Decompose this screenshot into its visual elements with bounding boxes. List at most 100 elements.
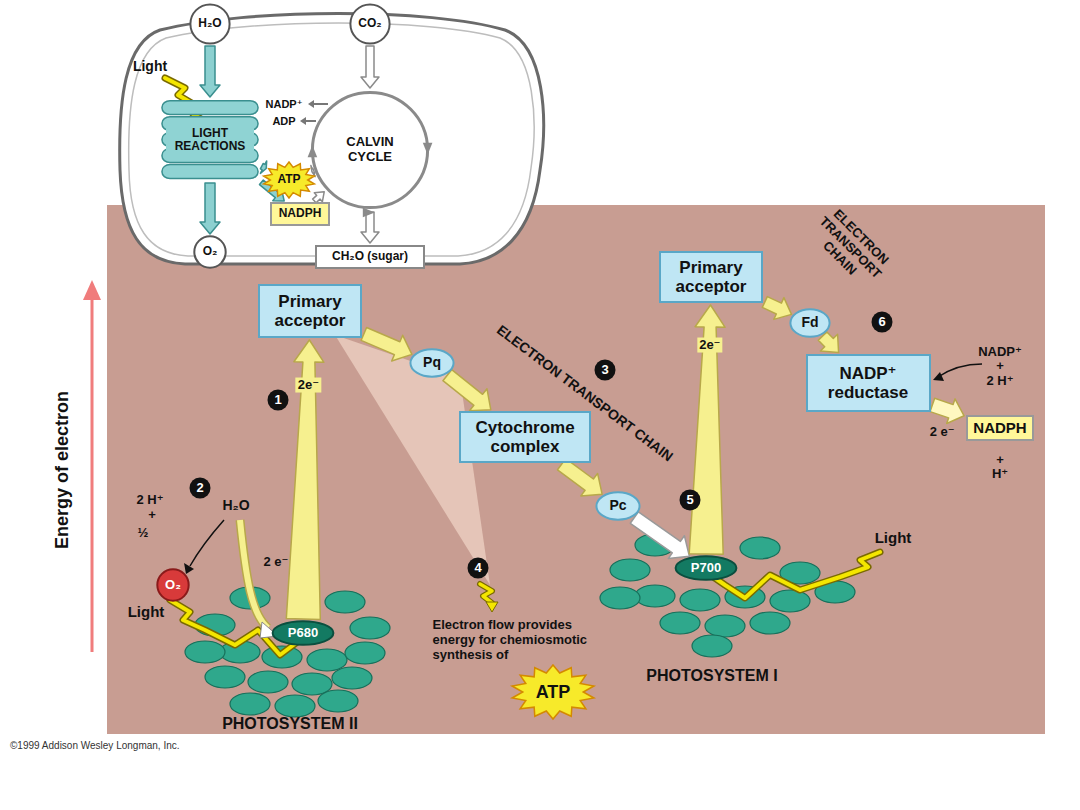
connector-shape: [313, 192, 325, 203]
pigment-molecule: [318, 690, 358, 712]
text-label: NADP⁺: [978, 345, 1022, 360]
node-text: Pc: [602, 498, 634, 514]
star-outline: [264, 162, 315, 198]
energy-bolt: [480, 584, 492, 603]
oxygen-release-head: [184, 563, 194, 574]
connector-shape: [443, 370, 491, 411]
text-label: Light: [128, 603, 165, 620]
ellipse-outline: [676, 556, 737, 580]
input-circle: H₂O: [190, 4, 230, 44]
complex-box: Cytochrome complex: [459, 411, 591, 463]
nadp-return-arrow: [312, 103, 328, 105]
water-electron-arrow: [240, 520, 268, 628]
callout-number: 6: [872, 312, 893, 333]
pigment-molecule: [275, 695, 315, 717]
nadp-return-head: [308, 100, 314, 108]
connector-arrow: [200, 183, 220, 234]
node-text: LIGHT REACTIONS: [166, 126, 254, 155]
node-text: O₂: [200, 245, 220, 258]
ellipse-outline: [190, 4, 229, 43]
node-text: Fd: [796, 315, 824, 331]
pigment-molecule: [680, 589, 720, 611]
connector-shape: [361, 328, 412, 362]
connector-shape: [689, 305, 725, 554]
light-bolt: [712, 552, 880, 598]
chloroplast-outline: [120, 14, 544, 265]
adp-return-head: [300, 117, 306, 125]
connector-shape: [361, 46, 379, 88]
connector-shape: [630, 512, 689, 559]
connector-arrow: [630, 512, 689, 559]
product-box: CH₂O (sugar): [315, 245, 425, 269]
connector-arrow: [930, 398, 964, 423]
light-bolt: [712, 552, 880, 598]
pigment-molecule: [750, 612, 790, 634]
connector-shape: [260, 161, 266, 174]
connector-shape: [200, 46, 220, 97]
text-label: PHOTOSYSTEM I: [646, 667, 777, 685]
node-text: Primary acceptor: [265, 292, 355, 330]
pigment-molecule: [610, 559, 650, 581]
node-text: ATP: [517, 682, 589, 702]
node-text: CH₂O (sugar): [322, 250, 418, 263]
text-label: PHOTOSYSTEM II: [222, 715, 358, 733]
connector-arrow: [286, 340, 324, 619]
ellipse-outline: [410, 349, 453, 376]
node-text: O₂: [163, 578, 183, 593]
connector-shape: [286, 340, 324, 619]
text-label: Light: [875, 529, 912, 546]
carrier-ellipse: Pq: [410, 349, 454, 377]
pigment-molecule: [635, 585, 675, 607]
edge-label: 2 e⁻: [928, 425, 957, 440]
atp-burst: ATP: [511, 665, 595, 719]
pigment-molecule: [325, 591, 365, 613]
enzyme-box: NADP⁺ reductase: [806, 354, 931, 412]
edge-label: 2e⁻: [697, 337, 722, 352]
nadp-input-arrow: [938, 364, 982, 377]
thylakoid-disc: [162, 101, 258, 115]
connector-shape: [762, 297, 791, 320]
text-label: ELECTRON TRANSPORT CHAIN: [799, 197, 901, 299]
edge-label: 2e⁻: [296, 377, 321, 392]
callout-number: 2: [190, 478, 211, 499]
ellipse-outline: [596, 492, 639, 519]
connector-arrow: [558, 459, 603, 496]
callout-number: 1: [268, 390, 289, 411]
pigment-molecule: [185, 641, 225, 663]
pigment-molecule: [205, 666, 245, 688]
chloroplast-inner-outline: [129, 23, 534, 256]
node-text: ATP: [269, 173, 309, 186]
callout-number: 3: [595, 360, 616, 381]
pigment-molecule: [350, 617, 390, 639]
energy-axis-head: [83, 280, 101, 300]
ellipse-outline: [350, 4, 389, 43]
text-label: ©1999 Addison Wesley Longman, Inc.: [10, 740, 180, 752]
cycle-arrowhead: [308, 145, 318, 157]
product-box: NADPH: [270, 202, 330, 225]
energy-axis: [91, 298, 94, 652]
connector-shape: [200, 183, 220, 234]
pigment-molecule: [770, 590, 810, 612]
oxygen-circle: O₂: [157, 569, 189, 601]
node-text: Pq: [416, 355, 448, 371]
text-label: ½: [138, 526, 149, 541]
reaction-center: P680: [272, 621, 334, 645]
reaction-center: P700: [675, 556, 737, 580]
text-label: +: [996, 453, 1004, 468]
cycle-arrowhead: [363, 208, 375, 218]
connector-arrow: [200, 46, 220, 97]
pigment-molecule: [692, 635, 732, 657]
pigment-molecule: [332, 667, 372, 689]
connector-arrow: [762, 297, 791, 320]
output-circle: O₂: [194, 236, 226, 268]
thylakoid-disc: [162, 165, 258, 179]
water-electron-arrow: [240, 520, 268, 628]
text-label: 2 e⁻: [264, 555, 289, 570]
node-text: H₂O: [196, 17, 224, 30]
node-text: CALVIN CYCLE: [328, 135, 412, 164]
product-box: NADPH: [966, 415, 1034, 442]
node-text: Primary acceptor: [666, 258, 756, 296]
pigment-molecule: [248, 671, 288, 693]
oxygen-release-arrow: [190, 520, 224, 566]
text-label: Light: [133, 58, 167, 74]
